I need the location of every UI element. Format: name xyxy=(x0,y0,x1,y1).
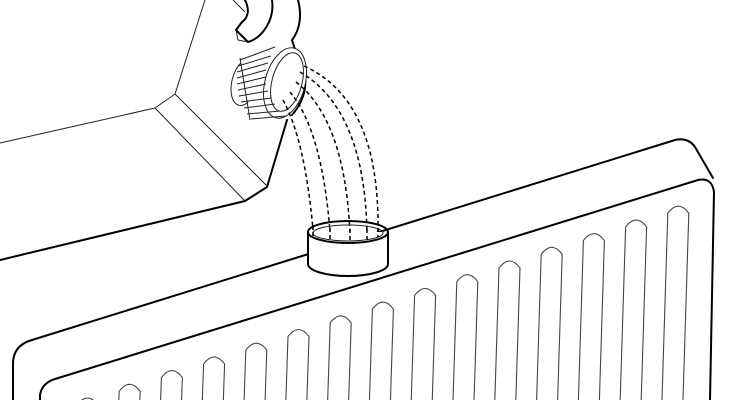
cap-side xyxy=(239,57,251,121)
radiator-fin xyxy=(201,356,226,400)
filler-cap xyxy=(307,220,389,277)
radiator-fin xyxy=(243,342,268,400)
stream xyxy=(295,81,351,235)
container-handle xyxy=(235,0,274,43)
knurled-cap xyxy=(230,46,307,122)
radiator-fins xyxy=(81,205,690,400)
container-outline xyxy=(0,0,307,261)
container-bevel-1 xyxy=(154,107,246,202)
radiator-fin xyxy=(494,260,521,400)
filler-cap-body xyxy=(307,231,389,277)
radiator-fin xyxy=(619,219,648,400)
stream xyxy=(282,99,314,231)
stream xyxy=(289,91,331,233)
radiator-fin xyxy=(327,315,352,400)
radiator-fin xyxy=(410,287,437,400)
radiator-fin xyxy=(661,205,690,400)
radiator-fin xyxy=(577,233,605,400)
cap-knurling xyxy=(236,46,286,120)
radiator-fin xyxy=(160,370,183,400)
container-handle-inner xyxy=(232,0,249,43)
liquid-streams xyxy=(282,65,379,235)
radiator xyxy=(12,138,715,400)
container-top-edge xyxy=(0,0,206,144)
container-bottle xyxy=(0,0,307,261)
radiator-fin xyxy=(118,383,141,400)
stream xyxy=(299,71,368,235)
stream xyxy=(303,65,379,233)
radiator-fin xyxy=(285,328,310,400)
radiator-front-edge xyxy=(39,178,715,400)
radiator-fin xyxy=(368,301,394,400)
filler-cap-rim xyxy=(307,220,389,244)
radiator-fin xyxy=(452,274,479,400)
container-bevel-2 xyxy=(174,93,268,187)
radiator-fin xyxy=(81,397,94,400)
radiator-fin xyxy=(536,246,563,400)
